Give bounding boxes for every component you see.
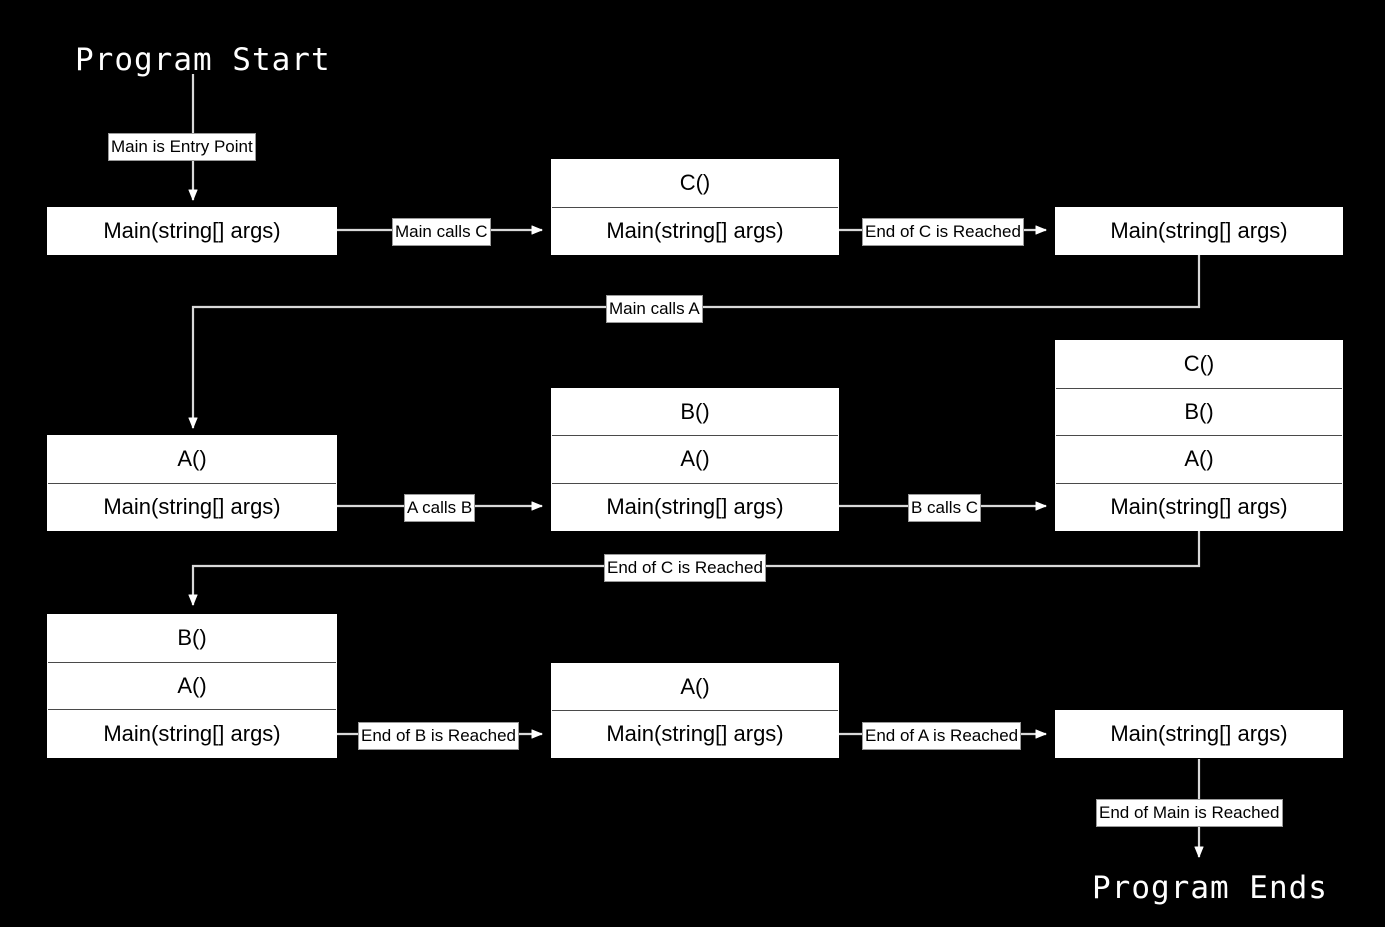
stack-frame: A() (552, 435, 838, 482)
stack-6[interactable]: C() B() A() Main(string[] args) (1055, 340, 1343, 531)
edge-label-main-is-entry-point: Main is Entry Point (108, 133, 256, 161)
stack-frame: Main(string[] args) (48, 482, 336, 531)
stack-frame: Main(string[] args) (1110, 721, 1288, 746)
edge-label-end-of-c-reached-1: End of C is Reached (862, 218, 1024, 246)
stack-frame: A() (1056, 435, 1342, 483)
edge-label-main-calls-c: Main calls C (392, 218, 491, 246)
stack-4[interactable]: A() Main(string[] args) (47, 435, 337, 531)
program-ends-label: Program Ends (1092, 870, 1328, 906)
stack-frame: C() (1183, 351, 1215, 377)
stack-frame: B() (1056, 387, 1342, 436)
stack-frame: Main(string[] args) (103, 218, 281, 243)
stack-8[interactable]: A() Main(string[] args) (551, 663, 839, 758)
edge-label-b-calls-c: B calls C (908, 494, 982, 522)
stack-3[interactable]: Main(string[] args) (1055, 207, 1343, 255)
stack-frame: B() (177, 625, 207, 651)
stack-frame: Main(string[] args) (552, 482, 838, 530)
stack-7[interactable]: B() A() Main(string[] args) (47, 614, 337, 758)
stack-frame: Main(string[] args) (1110, 218, 1288, 243)
stack-1[interactable]: Main(string[] args) (47, 207, 337, 255)
stack-frame: A() (680, 674, 710, 699)
stack-5[interactable]: B() A() Main(string[] args) (551, 388, 839, 531)
edge-label-main-calls-a: Main calls A (606, 295, 703, 323)
stack-frame: A() (177, 446, 207, 472)
stack-frame: Main(string[] args) (1056, 482, 1342, 531)
stack-frame: Main(string[] args) (552, 710, 838, 757)
stack-9[interactable]: Main(string[] args) (1055, 710, 1343, 758)
stack-frame: A() (48, 661, 336, 710)
program-start-label: Program Start (75, 42, 331, 78)
stack-frame: C() (679, 170, 711, 196)
edge-label-end-of-b-reached: End of B is Reached (358, 722, 519, 750)
stack-frame: Main(string[] args) (552, 206, 838, 255)
stack-frame: B() (680, 399, 710, 425)
edge-label-end-of-a-reached: End of A is Reached (862, 722, 1022, 750)
edge-label-end-of-main-reached: End of Main is Reached (1096, 799, 1283, 827)
stack-frame: Main(string[] args) (48, 709, 336, 757)
stack-2[interactable]: C() Main(string[] args) (551, 159, 839, 255)
edge-label-end-of-c-reached-2: End of C is Reached (604, 554, 766, 582)
edge-label-a-calls-b: A calls B (404, 494, 476, 522)
